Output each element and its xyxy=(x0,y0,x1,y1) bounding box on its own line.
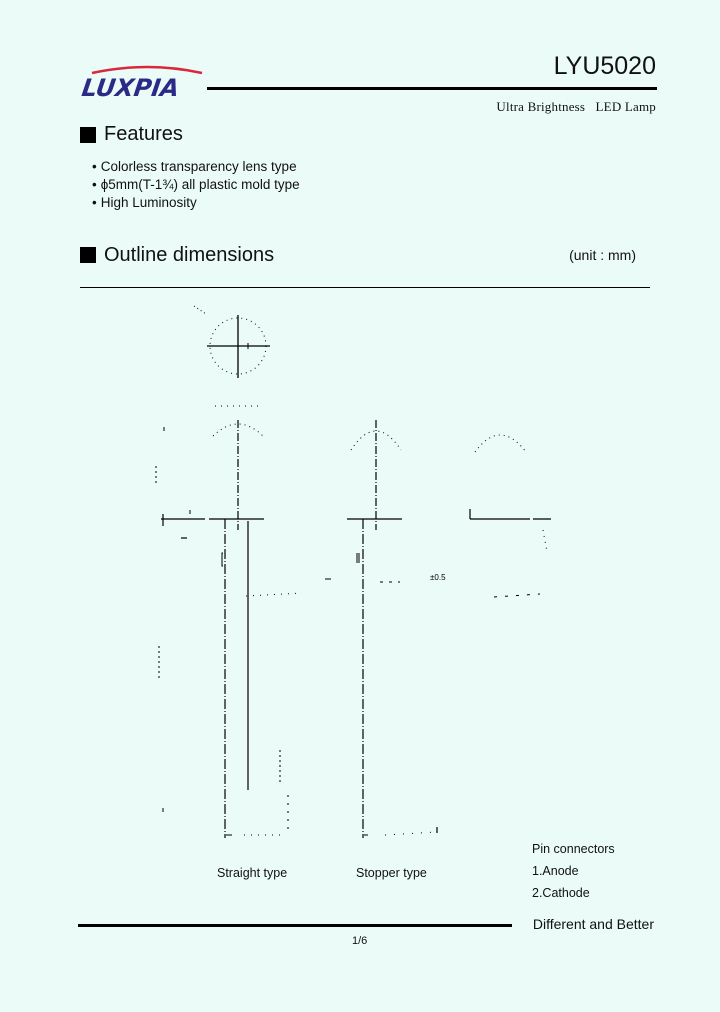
outline-heading: Outline dimensions xyxy=(104,244,275,266)
feature-item: ϕ5mm(T-1¾) all plastic mold type xyxy=(92,176,300,194)
feature-item: Colorless transparency lens type xyxy=(92,158,300,176)
outline-drawing: ±0.5 xyxy=(155,305,551,838)
straight-type-drawing xyxy=(155,420,303,838)
section-square-icon xyxy=(80,127,96,143)
feature-item: High Luminosity xyxy=(92,194,300,212)
features-list: Colorless transparency lens type ϕ5mm(T-… xyxy=(92,158,300,212)
footer-rule xyxy=(78,924,512,927)
pin-item-anode: 1.Anode xyxy=(532,864,579,878)
features-heading: Features xyxy=(104,123,183,145)
section-rule xyxy=(80,287,650,288)
brand-name: LUXPIA xyxy=(80,74,182,102)
top-view-icon xyxy=(193,305,270,407)
pin-item-cathode: 2.Cathode xyxy=(532,886,590,900)
model-number: LYU5020 xyxy=(553,52,656,80)
side-view-drawing xyxy=(469,434,551,598)
section-square-icon xyxy=(80,247,96,263)
pin-connectors-title: Pin connectors xyxy=(532,842,615,856)
logo-arc-icon xyxy=(91,65,203,75)
product-subtitle: Ultra Brightness LED Lamp xyxy=(496,99,656,114)
caption-straight-type: Straight type xyxy=(217,866,288,880)
luxpia-logo: LUXPIA xyxy=(80,63,207,103)
unit-label: (unit : mm) xyxy=(569,247,636,263)
header-rule xyxy=(207,87,657,90)
page-number: 1/6 xyxy=(352,935,368,947)
footer-tagline: Different and Better xyxy=(532,916,654,932)
tolerance-label: ±0.5 xyxy=(430,573,446,582)
caption-stopper-type: Stopper type xyxy=(356,866,427,880)
stopper-type-drawing xyxy=(325,420,438,838)
